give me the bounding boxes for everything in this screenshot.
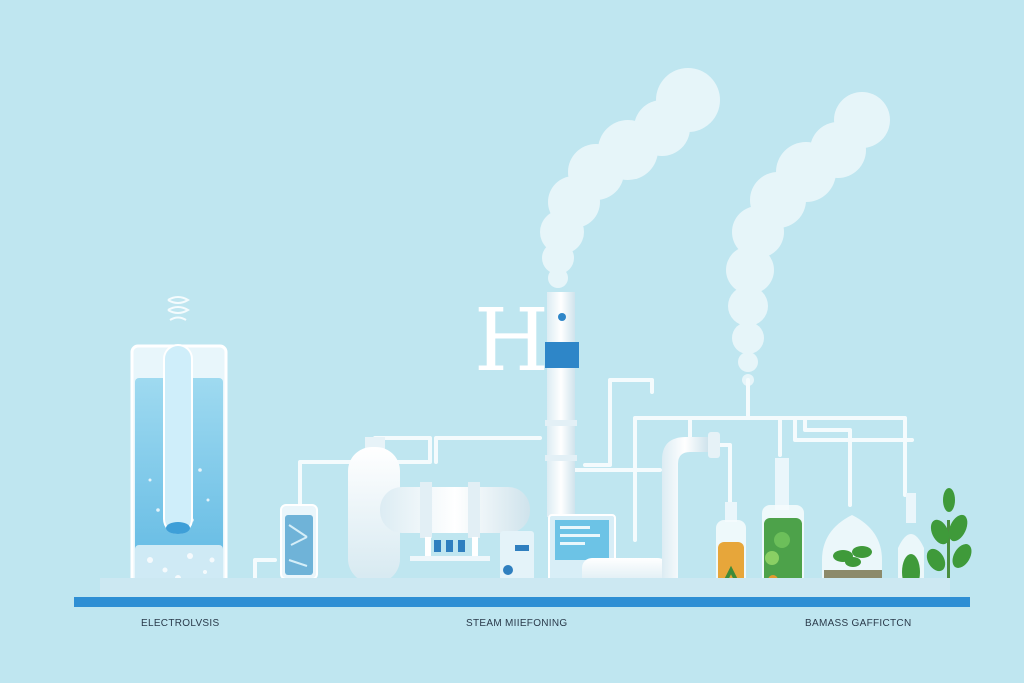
steam-reformer-vessel xyxy=(380,482,530,561)
plant-jar xyxy=(762,458,804,596)
plant-sprig xyxy=(926,488,972,596)
ground-platform xyxy=(100,578,950,598)
electrolysis-cylinder xyxy=(130,296,228,592)
small-reactor xyxy=(280,504,318,580)
base-bar xyxy=(74,597,970,607)
hydrogen-symbol: H xyxy=(474,291,549,391)
pipe-network xyxy=(253,378,914,582)
elbow-tower xyxy=(662,432,720,596)
label-steam-reforming: STEAM MIIEFONING xyxy=(466,618,568,629)
smoke-plume-left xyxy=(540,68,720,288)
central-chimney xyxy=(545,292,579,517)
label-electrolysis: ELECTROLVSIS xyxy=(141,618,220,629)
smoke-plume-right xyxy=(726,92,890,386)
label-biomass-gasification: BAMASS GAFFICTCN xyxy=(805,618,912,629)
